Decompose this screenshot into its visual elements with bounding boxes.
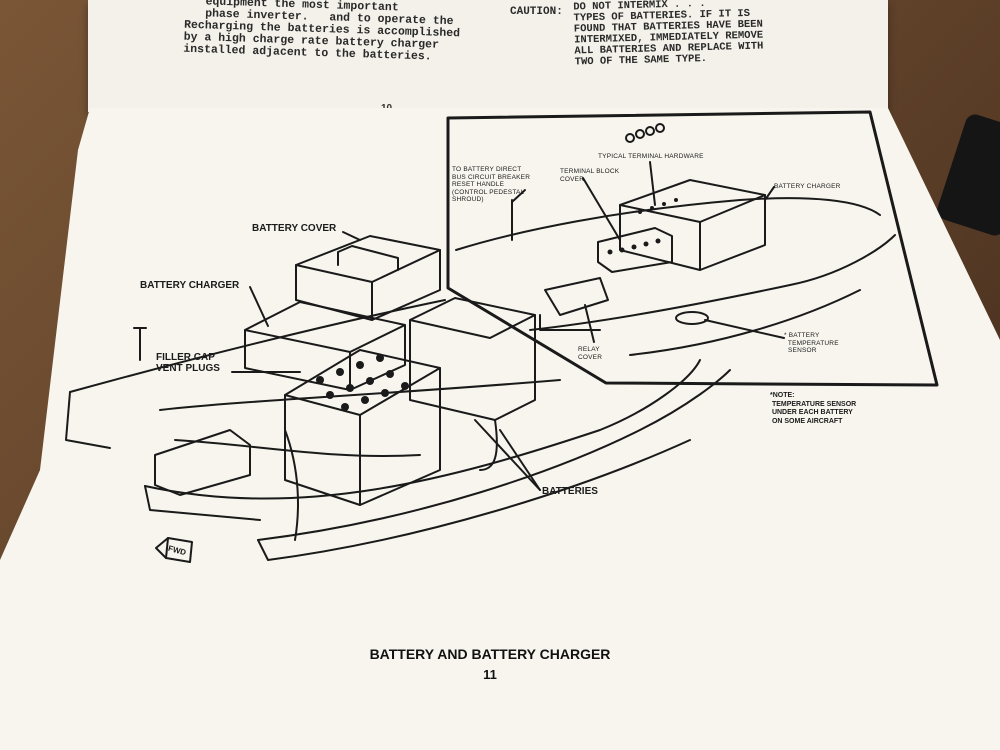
previous-page-caution-label: CAUTION:: [510, 6, 563, 18]
label-inset-battery-charger: BATTERY CHARGER: [774, 183, 841, 190]
figure-caption: BATTERY AND BATTERY CHARGER: [369, 646, 611, 662]
label-relay-cover: RELAY COVER: [578, 346, 603, 361]
previous-page: [88, 0, 888, 112]
label-battery-temperature-sensor: * BATTERY TEMPERATURE SENSOR: [784, 332, 839, 354]
label-typical-terminal-hardware: TYPICAL TERMINAL HARDWARE: [598, 153, 704, 160]
label-batteries: BATTERIES: [542, 486, 598, 497]
note-temperature-sensor: *NOTE: TEMPERATURE SENSOR UNDER EACH BAT…: [770, 392, 857, 425]
label-breaker-reset-handle: TO BATTERY DIRECT BUS CIRCUIT BREAKER RE…: [452, 166, 531, 203]
label-terminal-block-cover: TERMINAL BLOCK COVER: [560, 168, 620, 183]
label-filler-cap-vent-plugs: FILLER CAP VENT PLUGS: [156, 352, 220, 374]
page-number: 11: [483, 667, 497, 682]
label-battery-cover: BATTERY COVER: [252, 223, 337, 234]
label-battery-charger: BATTERY CHARGER: [140, 280, 240, 291]
